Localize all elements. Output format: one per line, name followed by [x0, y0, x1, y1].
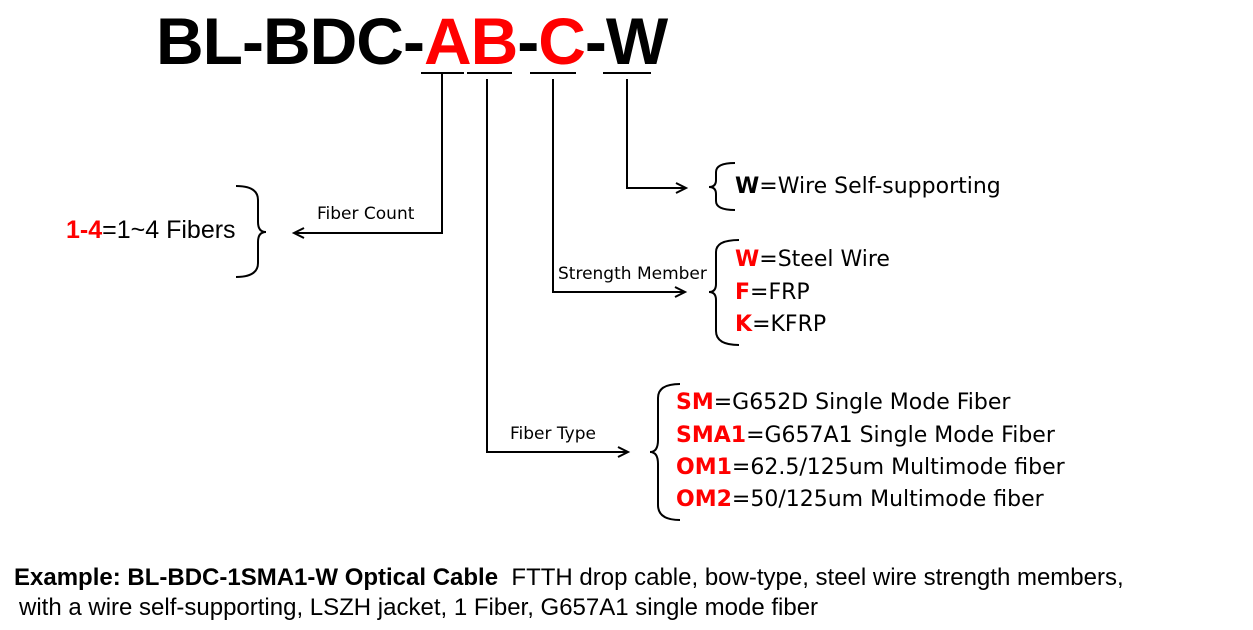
- title-code-w: W: [605, 4, 668, 78]
- option-text: =Steel Wire: [759, 247, 890, 272]
- arrow-strength: [674, 286, 688, 298]
- option-code: F: [735, 280, 751, 305]
- connector-fiber-type: [486, 79, 626, 453]
- example-description: Example: BL-BDC-1SMA1-W Optical Cable FT…: [14, 563, 1124, 623]
- arrow-fiber-count: [291, 227, 305, 239]
- arrow-wire: [675, 182, 689, 194]
- title-dash-1: -: [517, 4, 539, 78]
- option-text: =62.5/125um Multimode fiber: [731, 455, 1065, 480]
- option-strength-steel: W=Steel Wire: [735, 249, 890, 271]
- title-code-ab: AB: [423, 4, 518, 78]
- title-prefix: BL-BDC-: [156, 4, 425, 78]
- option-code: SM: [676, 390, 714, 415]
- option-code: K: [735, 312, 753, 337]
- brace-fiber-type: [649, 383, 681, 521]
- option-fiber-sm: SM=G652D Single Mode Fiber: [676, 392, 1010, 414]
- option-code: W: [735, 247, 760, 272]
- option-strength-frp: F=FRP: [735, 282, 810, 304]
- example-line-2: with a wire self-supporting, LSZH jacket…: [14, 593, 1124, 623]
- option-fiber-om1: OM1=62.5/125um Multimode fiber: [676, 457, 1065, 479]
- option-strength-kfrp: K=KFRP: [735, 314, 826, 336]
- brace-fiber-count: [235, 185, 267, 278]
- option-text: =FRP: [750, 280, 810, 305]
- option-text: =KFRP: [752, 312, 827, 337]
- brace-wire: [708, 162, 736, 211]
- arrow-fiber-type: [617, 446, 631, 458]
- option-text: =G657A1 Single Mode Fiber: [746, 423, 1055, 448]
- option-text: =G652D Single Mode Fiber: [713, 390, 1011, 415]
- example-text-1: FTTH drop cable, bow-type, steel wire st…: [511, 564, 1124, 591]
- brace-strength: [708, 239, 740, 346]
- title-dash-2: -: [584, 4, 607, 78]
- option-text: =50/125um Multimode fiber: [731, 487, 1044, 512]
- option-fiber-count: 1-4=1~4 Fibers: [66, 218, 236, 243]
- example-line-1: Example: BL-BDC-1SMA1-W Optical Cable FT…: [14, 563, 1124, 593]
- example-text-2: with a wire self-supporting, LSZH jacket…: [19, 594, 819, 621]
- model-code-title: BL-BDC-AB-C-W: [156, 8, 668, 74]
- option-code: 1-4: [66, 216, 103, 244]
- option-code: W: [735, 174, 760, 199]
- option-code: OM2: [676, 487, 732, 512]
- option-code: SMA1: [676, 423, 747, 448]
- example-heading: Example: BL-BDC-1SMA1-W Optical Cable: [14, 564, 499, 591]
- label-fiber-count: Fiber Count: [317, 204, 415, 224]
- connector-fiber-count: [296, 73, 443, 234]
- option-code: OM1: [676, 455, 732, 480]
- label-fiber-type: Fiber Type: [510, 424, 596, 444]
- label-strength-member: Strength Member: [558, 264, 707, 284]
- connector-strength: [552, 79, 683, 293]
- title-code-c: C: [538, 4, 586, 78]
- option-text: =1~4 Fibers: [102, 216, 236, 244]
- connector-wire: [626, 79, 684, 189]
- option-fiber-om2: OM2=50/125um Multimode fiber: [676, 489, 1044, 511]
- option-fiber-sma1: SMA1=G657A1 Single Mode Fiber: [676, 425, 1055, 447]
- option-text: =Wire Self-supporting: [759, 174, 1001, 199]
- option-wire: W=Wire Self-supporting: [735, 176, 1001, 198]
